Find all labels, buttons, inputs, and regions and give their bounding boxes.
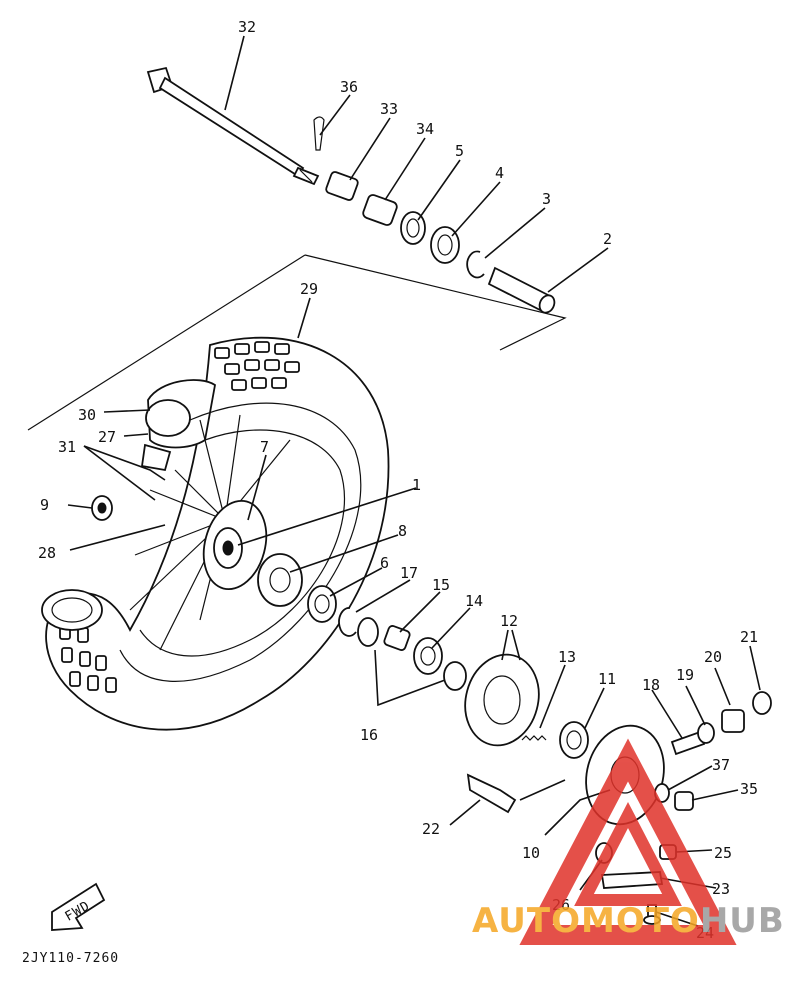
watermark-logo: AUTOMOTOHUB	[472, 738, 785, 945]
label-2: 2	[603, 230, 612, 248]
label-5: 5	[455, 142, 464, 160]
label-9: 9	[40, 496, 49, 514]
axle-assembly	[146, 66, 556, 314]
watermark-triangle-icon	[519, 738, 737, 945]
label-18: 18	[642, 676, 660, 694]
label-3: 3	[542, 190, 551, 208]
tire-bracket-line	[304, 254, 567, 351]
label-37: 37	[712, 756, 730, 774]
leader-lines	[67, 35, 761, 927]
label-8: 8	[398, 522, 407, 540]
label-21: 21	[740, 628, 758, 646]
label-33: 33	[380, 100, 398, 118]
label-36: 36	[340, 78, 358, 96]
label-25: 25	[714, 844, 732, 862]
label-10: 10	[522, 844, 540, 862]
label-30: 30	[78, 406, 96, 424]
label-11: 11	[598, 670, 616, 688]
label-19: 19	[676, 666, 694, 684]
label-20: 20	[704, 648, 722, 666]
brake-assembly	[307, 585, 772, 925]
label-31: 31	[58, 438, 76, 456]
label-4: 4	[495, 164, 504, 182]
label-29: 29	[300, 280, 318, 298]
label-6: 6	[380, 554, 389, 572]
label-17: 17	[400, 564, 418, 582]
label-12: 12	[500, 612, 518, 630]
label-1: 1	[412, 476, 421, 494]
label-27: 27	[98, 428, 116, 446]
tread-pattern	[59, 341, 300, 693]
label-28: 28	[38, 544, 56, 562]
label-13: 13	[558, 648, 576, 666]
label-16: 16	[360, 726, 378, 744]
label-34: 34	[416, 120, 434, 138]
tire-bracket-line	[27, 254, 306, 431]
label-23: 23	[712, 880, 730, 898]
fwd-arrow: FWD	[51, 882, 106, 931]
watermark-text: AUTOMOTOHUB	[472, 901, 785, 941]
label-35: 35	[740, 780, 758, 798]
label-22: 22	[422, 820, 440, 838]
diagram-code: 2JY110-7260	[22, 951, 119, 966]
label-14: 14	[465, 592, 483, 610]
label-7: 7	[260, 438, 269, 456]
label-15: 15	[432, 576, 450, 594]
wheel-assembly	[41, 336, 390, 731]
label-32: 32	[238, 18, 256, 36]
